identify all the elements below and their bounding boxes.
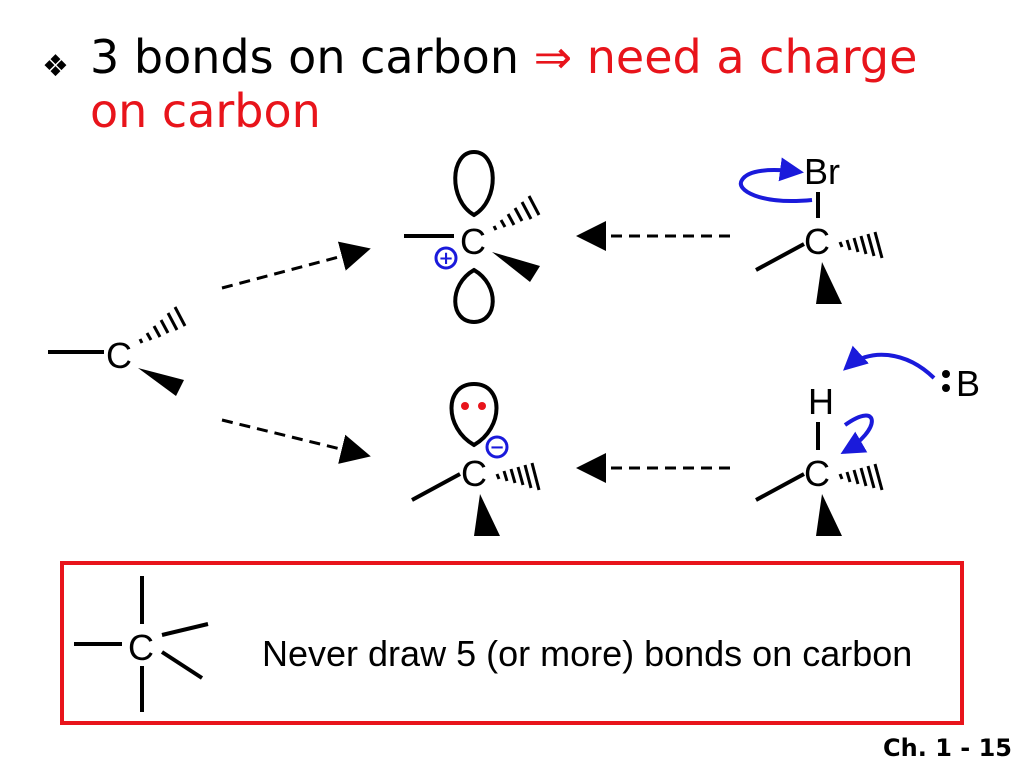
dashed-arrow-to-cation bbox=[221, 241, 371, 290]
warning-box: C Never draw 5 (or more) bonds on carbon bbox=[60, 561, 964, 725]
bond-line bbox=[160, 650, 204, 680]
bromine-label: Br bbox=[804, 151, 840, 192]
solid-wedge-bond bbox=[474, 494, 500, 536]
warning-box-border bbox=[60, 561, 964, 725]
positive-charge-icon bbox=[434, 246, 458, 270]
lone-pair-electron bbox=[478, 402, 486, 410]
base-label: B bbox=[956, 363, 980, 404]
bond-line bbox=[755, 472, 805, 502]
solid-wedge-bond bbox=[816, 494, 842, 536]
carbon-label: C bbox=[804, 221, 830, 262]
alkyl-bromide: Br C bbox=[738, 151, 884, 304]
solid-wedge-bond bbox=[138, 368, 184, 396]
carbocation: C + bbox=[404, 149, 541, 325]
implies-arrow-icon: ⇒ bbox=[533, 30, 573, 84]
carbon-label: C bbox=[804, 453, 830, 494]
bond-line bbox=[161, 622, 209, 637]
curved-arrow-icon bbox=[840, 413, 874, 455]
solid-wedge-bond bbox=[816, 262, 842, 304]
plus-sign: + bbox=[438, 248, 453, 269]
empty-p-orbital-bottom bbox=[453, 267, 495, 325]
base-lone-pair-dot bbox=[942, 384, 950, 392]
hashed-wedge-bond bbox=[838, 463, 884, 491]
slide-number: Ch. 1 - 15 bbox=[883, 734, 1012, 762]
solid-wedge-bond bbox=[492, 252, 540, 282]
heading-text: 3 bonds on carbon ⇒ need a charge on car… bbox=[90, 30, 917, 138]
bond-line bbox=[755, 242, 805, 272]
neutral-trivalent-carbon: C bbox=[48, 306, 187, 396]
carbon-label: C bbox=[128, 627, 154, 668]
carbon-label: C bbox=[460, 221, 486, 262]
base-lone-pair-dot bbox=[942, 370, 950, 378]
carbon-label: C bbox=[461, 453, 487, 494]
hashed-wedge-bond bbox=[492, 195, 541, 231]
bond-line bbox=[411, 472, 461, 502]
dashed-arrow-to-anion bbox=[221, 418, 371, 464]
heading-red-part-2: on carbon bbox=[90, 84, 321, 138]
negative-charge-icon bbox=[485, 435, 509, 459]
minus-sign: − bbox=[489, 437, 504, 458]
alkane-with-base: H C B bbox=[755, 345, 980, 536]
curved-arrow-icon bbox=[738, 157, 813, 203]
lone-pair-electron bbox=[461, 402, 469, 410]
hashed-wedge-bond bbox=[495, 462, 541, 491]
hashed-wedge-bond bbox=[138, 306, 187, 344]
hashed-wedge-bond bbox=[838, 231, 884, 259]
lone-pair-orbital bbox=[449, 381, 499, 448]
carbanion: − C bbox=[411, 381, 541, 536]
diamond-bullet-icon: ❖ bbox=[42, 49, 69, 84]
heading-black-part: 3 bonds on carbon bbox=[90, 30, 534, 84]
empty-p-orbital-top bbox=[453, 149, 495, 218]
hydrogen-label: H bbox=[808, 381, 834, 422]
heading-red-part-1: need a charge bbox=[572, 30, 918, 84]
warning-text: Never draw 5 (or more) bonds on carbon bbox=[262, 633, 912, 674]
curved-arrow-icon bbox=[843, 345, 936, 380]
carbon-label: C bbox=[106, 335, 132, 376]
